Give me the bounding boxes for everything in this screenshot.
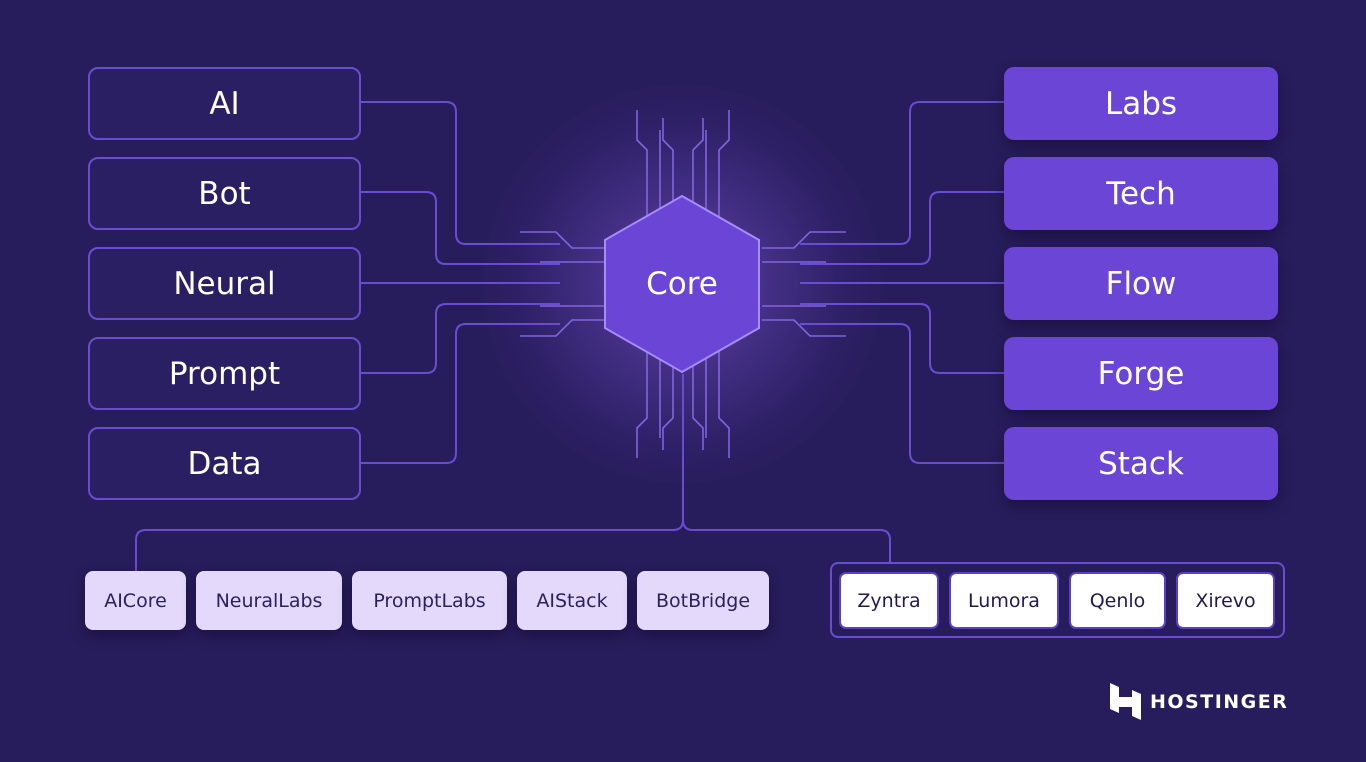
pill-qenlo: Qenlo: [1069, 572, 1166, 629]
hostinger-logo: HOSTINGER: [1110, 683, 1288, 720]
node-data: Data: [88, 427, 361, 500]
pill-zyntra: Zyntra: [839, 572, 939, 629]
node-ai: AI: [88, 67, 361, 140]
node-prompt: Prompt: [88, 337, 361, 410]
node-bot: Bot: [88, 157, 361, 230]
pill-lumora: Lumora: [949, 572, 1059, 629]
pill-neurallabs: NeuralLabs: [196, 571, 342, 630]
node-forge: Forge: [1004, 337, 1278, 410]
node-flow: Flow: [1004, 247, 1278, 320]
pill-botbridge: BotBridge: [637, 571, 769, 630]
brand-group-frame: [830, 562, 1285, 638]
node-stack: Stack: [1004, 427, 1278, 500]
node-neural: Neural: [88, 247, 361, 320]
pill-promptlabs: PromptLabs: [352, 571, 507, 630]
node-labs: Labs: [1004, 67, 1278, 140]
brand-name: HOSTINGER: [1150, 690, 1289, 713]
pill-aicore: AICore: [85, 571, 186, 630]
core-label: Core: [646, 266, 718, 302]
pill-xirevo: Xirevo: [1176, 572, 1275, 629]
node-tech: Tech: [1004, 157, 1278, 230]
hostinger-mark-icon: [1110, 683, 1141, 720]
pill-aistack: AIStack: [517, 571, 627, 630]
core-hexagon: [604, 194, 760, 374]
